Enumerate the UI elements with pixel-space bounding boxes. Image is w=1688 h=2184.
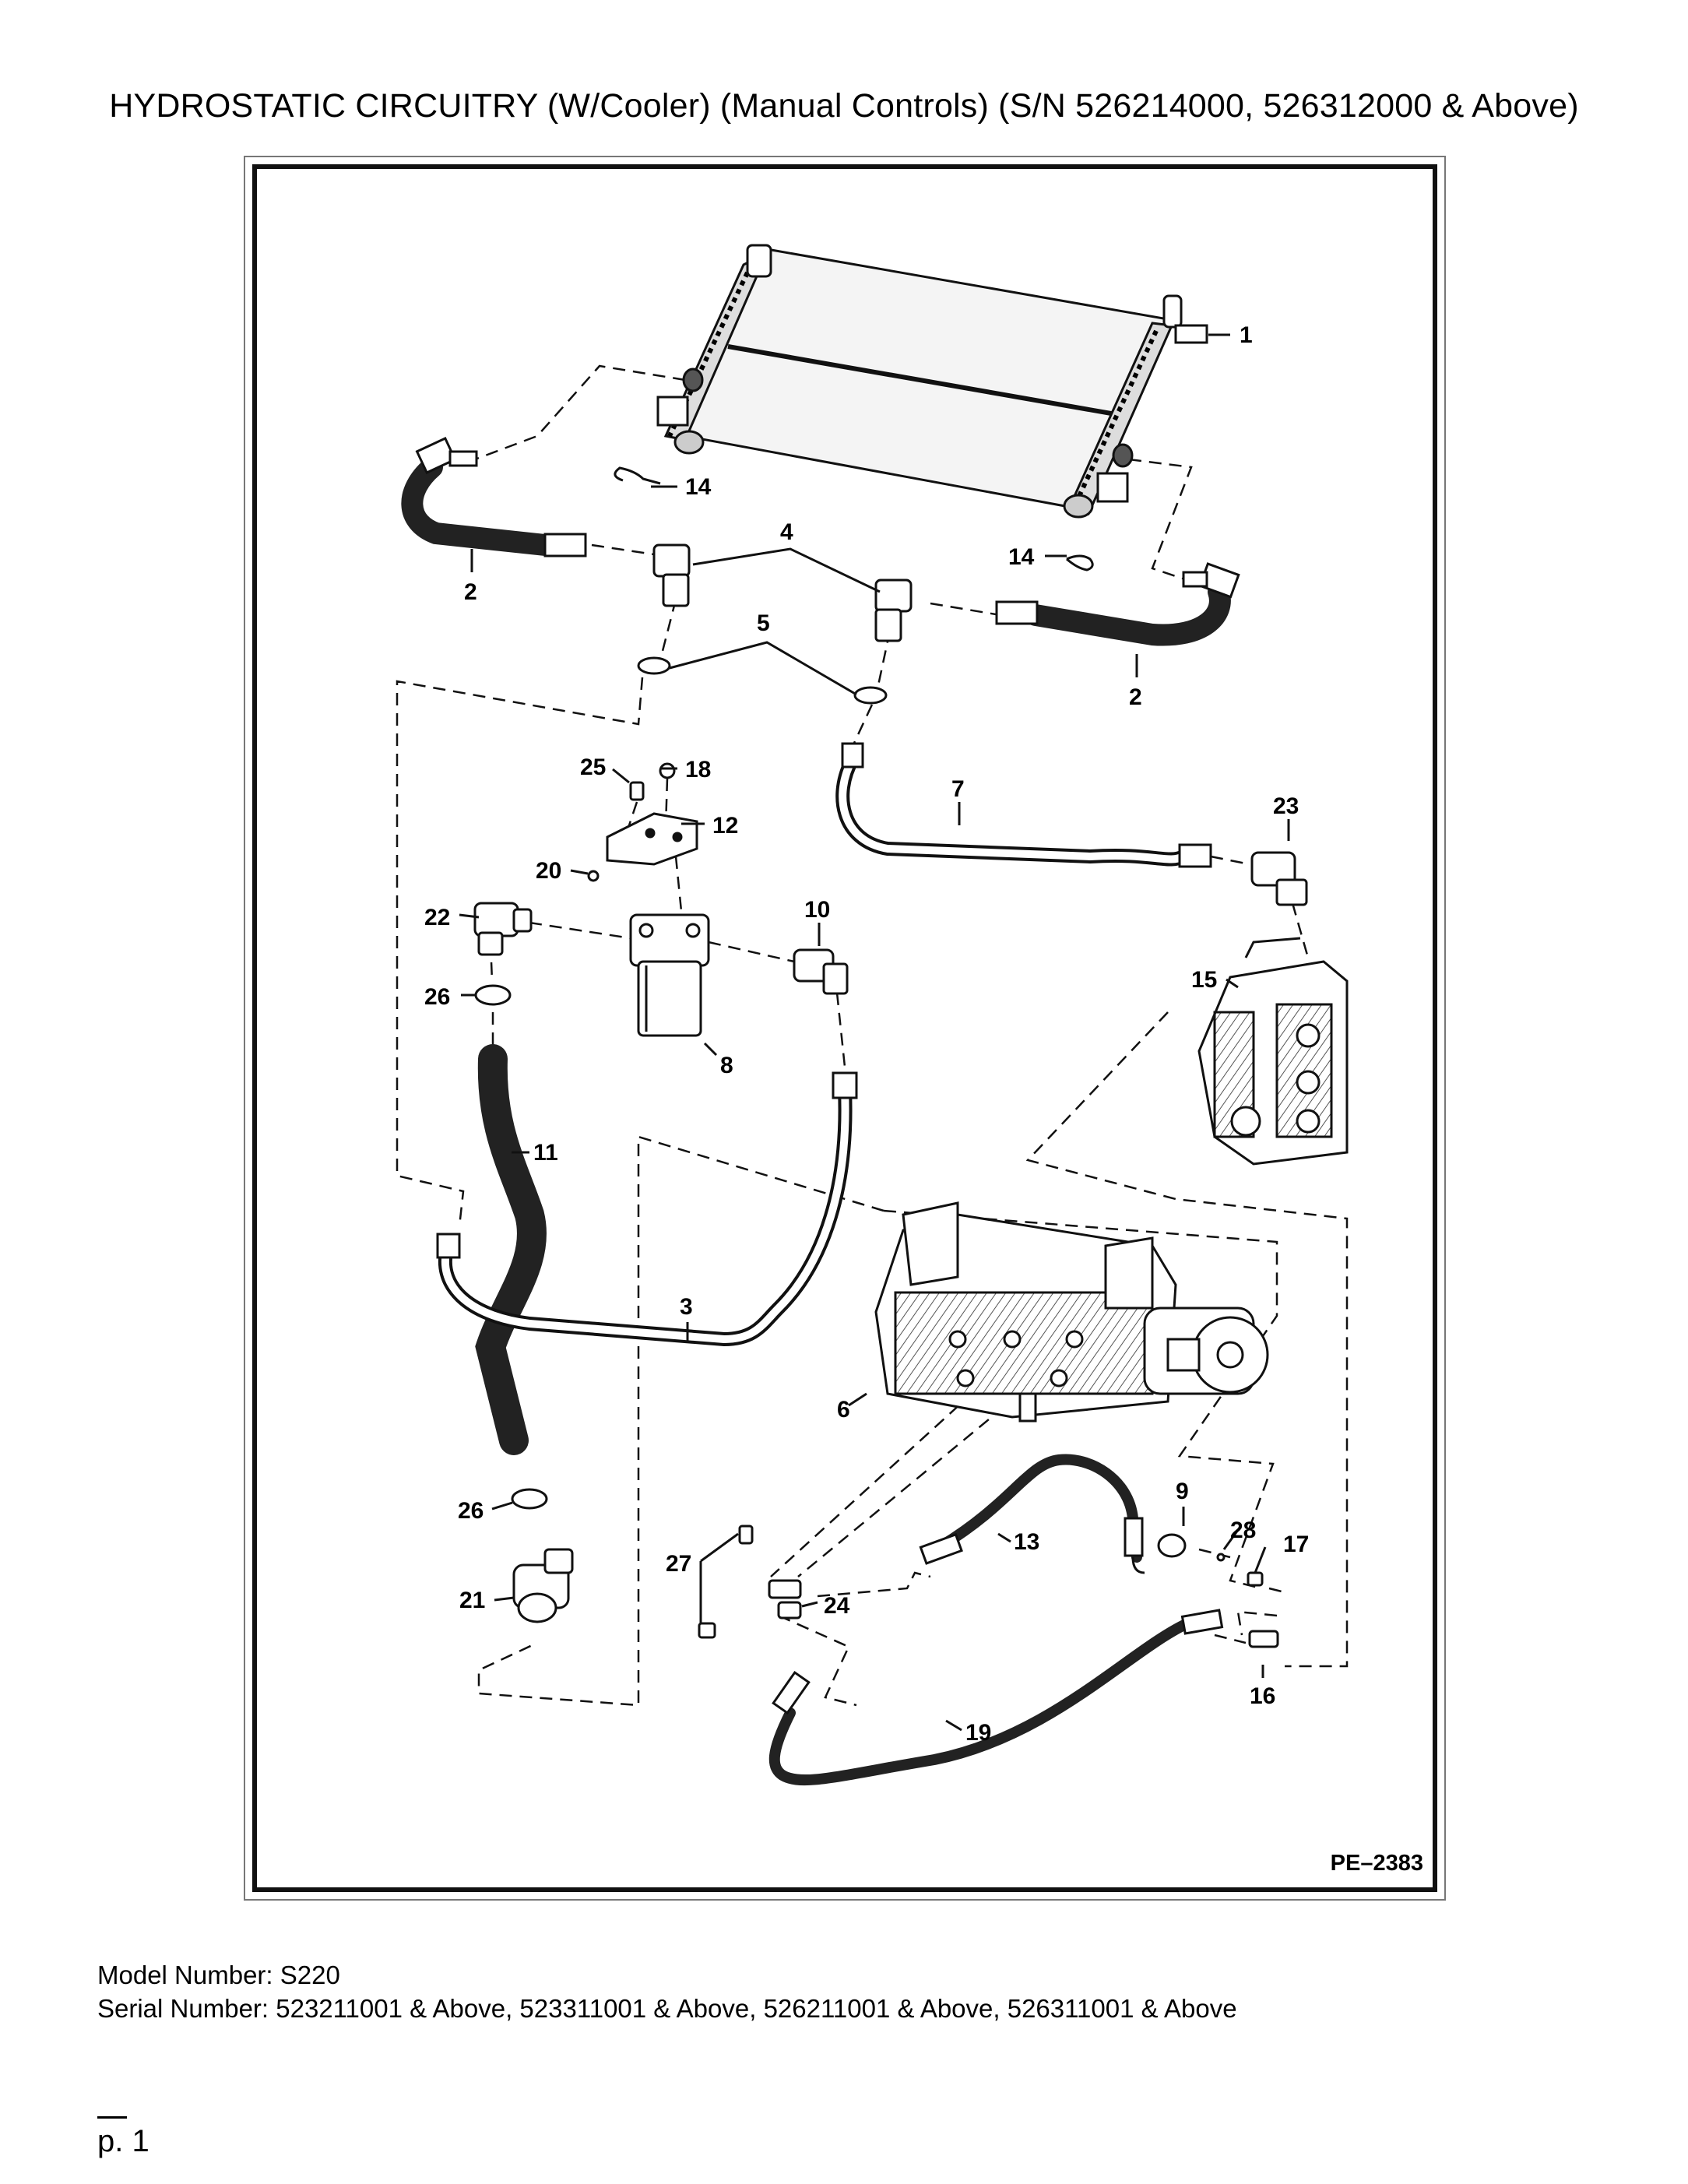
page-number-rule bbox=[97, 2116, 127, 2119]
page-title: HYDROSTATIC CIRCUITRY (W/Cooler) (Manual… bbox=[109, 87, 1579, 125]
mounting-bracket-12 bbox=[606, 812, 698, 866]
callout-13: 13 bbox=[1014, 1529, 1039, 1555]
steel-tube-7-inner bbox=[839, 757, 1186, 863]
callout-18: 18 bbox=[685, 757, 711, 783]
callout-24: 24 bbox=[824, 1593, 850, 1619]
callout-1: 1 bbox=[1240, 322, 1253, 348]
cotter-pin bbox=[614, 466, 1094, 571]
callout-22: 22 bbox=[424, 905, 450, 930]
tube-nut bbox=[1178, 843, 1212, 868]
callout-11: 11 bbox=[533, 1140, 558, 1166]
tee-fitting-10 bbox=[793, 948, 849, 995]
callout-3: 3 bbox=[680, 1294, 693, 1320]
callout-26: 26 bbox=[424, 984, 450, 1010]
page-number: p. 1 bbox=[97, 2124, 149, 2158]
model-number: Model Number: S220 bbox=[97, 1961, 340, 1989]
hose-11 bbox=[475, 1044, 547, 1455]
callout-5: 5 bbox=[757, 610, 770, 636]
elbow-fitting-21 bbox=[512, 1548, 574, 1623]
hose-13 bbox=[919, 1454, 1145, 1574]
callout-15: 15 bbox=[1191, 967, 1217, 993]
callout-7: 7 bbox=[951, 776, 965, 802]
hydraulic-filter-8 bbox=[629, 913, 710, 1037]
callout-25: 25 bbox=[580, 754, 606, 780]
figure-id: PE–2383 bbox=[1330, 1851, 1423, 1876]
steel-tube-7 bbox=[835, 755, 1187, 867]
callout-17: 17 bbox=[1283, 1532, 1309, 1557]
callout-26: 26 bbox=[458, 1498, 484, 1524]
o-ring-washer-5 bbox=[637, 656, 888, 705]
elbow-fitting-22 bbox=[473, 902, 533, 956]
callout-23: 23 bbox=[1273, 793, 1299, 819]
hydrostatic-pump-6 bbox=[874, 1201, 1269, 1423]
elbow-fitting-4 bbox=[652, 543, 913, 642]
hose-clamp-26 bbox=[474, 984, 548, 1510]
hose-19 bbox=[768, 1609, 1224, 1786]
small-fittings bbox=[698, 1525, 1279, 1648]
control-valve-15 bbox=[1197, 937, 1349, 1166]
callout-19: 19 bbox=[965, 1720, 991, 1746]
leader-lines bbox=[459, 333, 1290, 1732]
tube-nut bbox=[841, 742, 864, 768]
tube-nut bbox=[832, 1071, 858, 1099]
figure-outer-frame bbox=[244, 156, 1446, 1901]
callout-27: 27 bbox=[666, 1551, 691, 1577]
hydraulic-hose-2 bbox=[401, 436, 1240, 646]
callout-14: 14 bbox=[685, 474, 712, 500]
callout-2: 2 bbox=[1129, 684, 1142, 710]
callout-numbers: 1 2 2 3 4 5 6 7 8 9 10 11 12 13 14 14 15… bbox=[424, 322, 1309, 1746]
tube-nut bbox=[436, 1233, 461, 1259]
callout-28: 28 bbox=[1230, 1518, 1256, 1543]
callout-20: 20 bbox=[536, 858, 561, 884]
figure-inner-frame bbox=[252, 164, 1437, 1892]
callout-9: 9 bbox=[1176, 1479, 1189, 1504]
callout-10: 10 bbox=[804, 897, 830, 923]
callout-6: 6 bbox=[837, 1397, 850, 1423]
serial-number: Serial Number: 523211001 & Above, 523311… bbox=[97, 1994, 1237, 2023]
callout-2: 2 bbox=[464, 579, 477, 605]
callout-14: 14 bbox=[1008, 544, 1035, 570]
callout-8: 8 bbox=[720, 1053, 733, 1078]
oil-cooler bbox=[656, 244, 1208, 519]
callout-4: 4 bbox=[780, 519, 793, 545]
elbow-fitting-23 bbox=[1250, 851, 1308, 906]
callout-12: 12 bbox=[712, 813, 738, 839]
callout-16: 16 bbox=[1250, 1683, 1275, 1709]
callout-21: 21 bbox=[459, 1588, 485, 1613]
steel-tube-3-inner bbox=[441, 1089, 849, 1344]
